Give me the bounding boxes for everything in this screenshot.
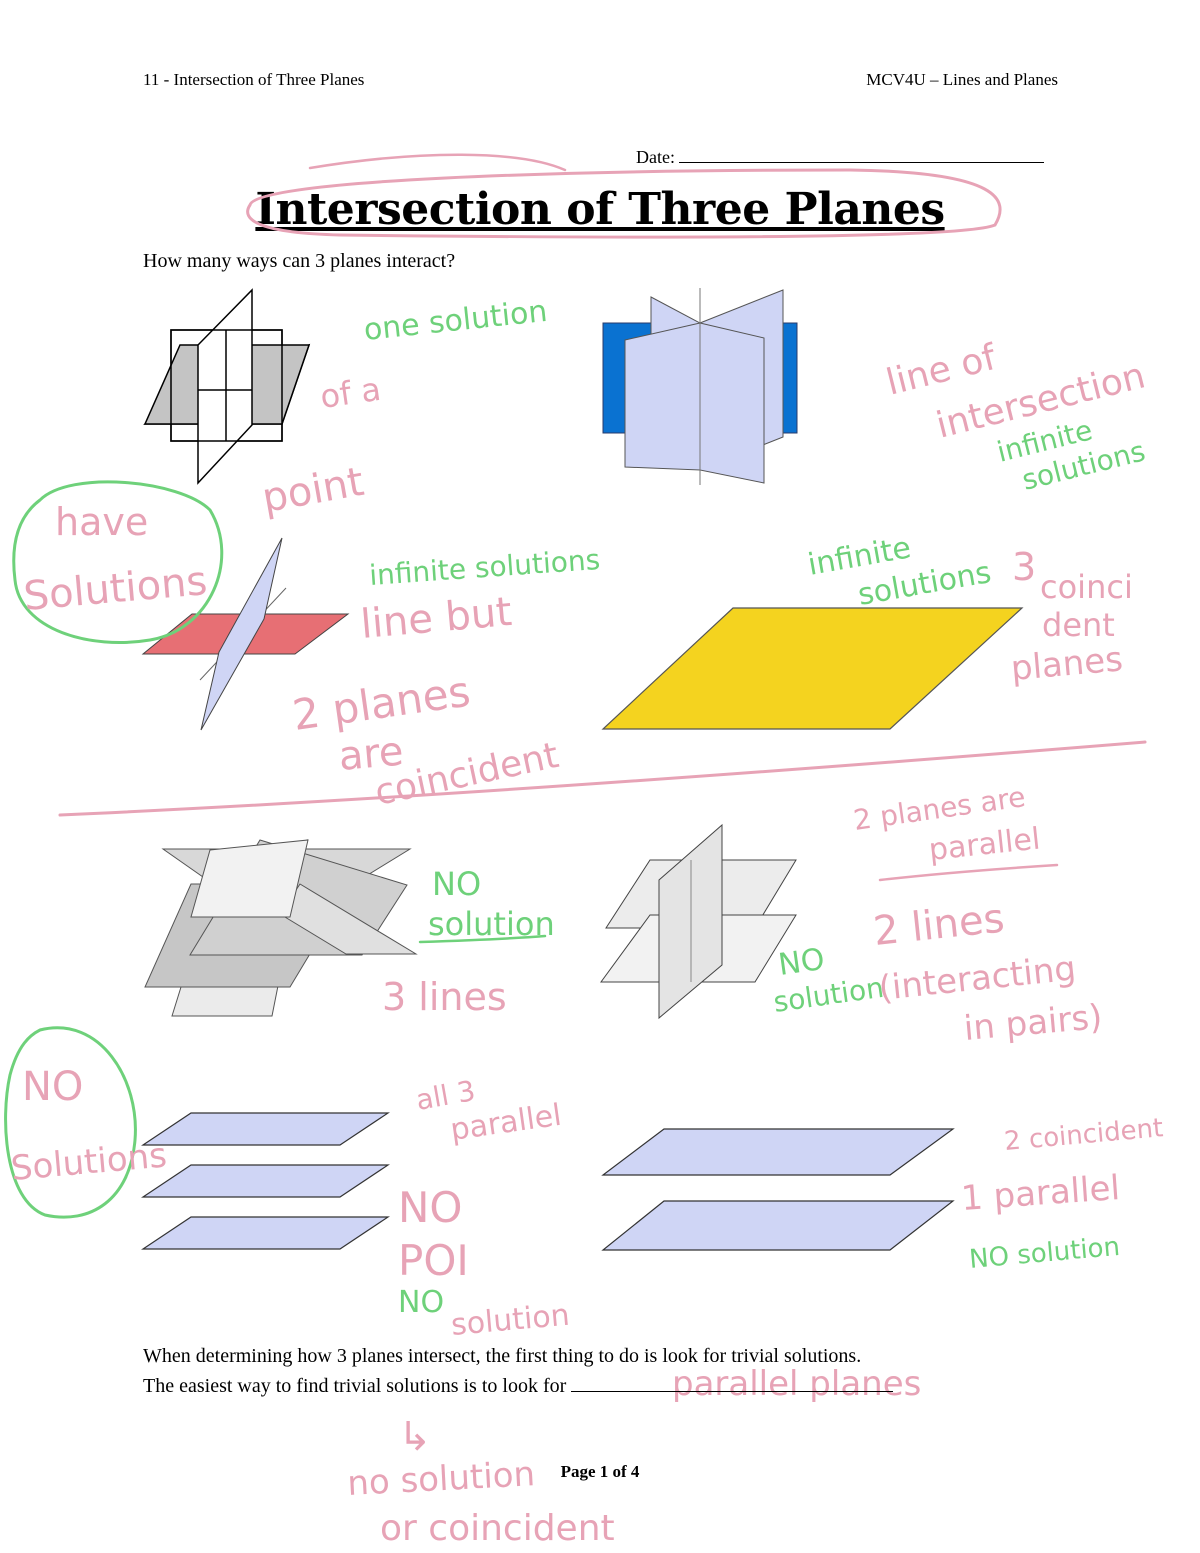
note-no-solution-or: no solution: [346, 1454, 536, 1504]
title-circle-stroke: [246, 168, 1002, 239]
note-no-poi-2: POI: [398, 1236, 469, 1285]
note-interacting: (interacting: [877, 948, 1078, 1008]
page-title: Intersection of Three Planes: [255, 184, 945, 235]
diagram-three-parallel: [141, 1112, 390, 1250]
question: How many ways can 3 planes interact?: [143, 250, 456, 272]
note-planes: planes: [1009, 639, 1124, 689]
note-solutions: Solutions: [22, 558, 209, 620]
note-no-3: NO: [398, 1285, 444, 1320]
note-have: have: [55, 500, 148, 544]
note-two-coincident: 2 coincident: [1003, 1113, 1164, 1157]
diagram-three-coincident: [601, 607, 1024, 730]
note-three: 3: [1012, 545, 1036, 589]
note-line-but: line but: [359, 589, 514, 648]
note-no-solutions-1: NO: [22, 1064, 83, 1110]
note-one-solution: one solution: [362, 294, 549, 348]
note-in-pairs: in pairs): [962, 997, 1104, 1049]
note-solution-1: solution: [428, 905, 555, 943]
have-solutions-circle: [12, 480, 224, 644]
date-field: Date:: [636, 146, 1045, 168]
note-parallel: parallel: [927, 821, 1042, 867]
page-footer: Page 1 of 4: [560, 1462, 640, 1481]
note-of-a: of a: [318, 370, 383, 416]
body-line-2: The easiest way to find trivial solution…: [143, 1373, 894, 1398]
pink-rule-stroke: [878, 863, 1059, 882]
answer-blank: [571, 1373, 894, 1392]
note-dent: dent: [1042, 606, 1115, 644]
note-no-1: NO: [432, 865, 481, 903]
note-no-2: NO: [776, 942, 826, 983]
header-right: MCV4U – Lines and Planes: [866, 70, 1058, 89]
diagram-two-coincident: [141, 537, 350, 731]
diagram-two-lines: [600, 823, 797, 1020]
note-two-lines: 2 lines: [871, 895, 1006, 954]
note-or-coincident: or coincident: [380, 1508, 615, 1549]
note-two-planes: 2 planes: [290, 667, 474, 740]
diagram-coincident-parallel: [601, 1128, 955, 1251]
body-line-2-text: The easiest way to find trivial solution…: [143, 1375, 572, 1397]
note-one-parallel: 1 parallel: [960, 1168, 1121, 1219]
header-left: 11 - Intersection of Three Planes: [143, 70, 365, 89]
note-point: point: [259, 459, 367, 522]
diagram-one-point: [143, 288, 311, 485]
divider-stroke: [58, 740, 1147, 817]
note-infinite-solutions-b: infinite solutions: [368, 543, 601, 592]
note-no-solutions-2: Solutions: [9, 1136, 168, 1189]
blank-answer: parallel planes: [672, 1364, 921, 1404]
note-no-solution-4: NO solution: [968, 1232, 1121, 1275]
note-are: are: [337, 728, 405, 779]
note-solution-3: solution: [450, 1298, 571, 1343]
body-line-1: When determining how 3 planes intersect,…: [143, 1345, 862, 1367]
note-no-poi-1: NO: [398, 1183, 462, 1232]
note-three-lines: 3 lines: [382, 975, 507, 1019]
date-label: Date:: [636, 147, 680, 167]
no-solutions-circle: [4, 1026, 137, 1219]
diagram-line-of-intersection: [602, 288, 798, 485]
diagram-three-lines: [144, 839, 418, 1017]
note-arrow: ↳: [398, 1414, 432, 1460]
note-coinci: coinci: [1040, 568, 1133, 606]
green-underline-stroke: [418, 934, 547, 944]
pink-underline-stroke: [308, 153, 567, 172]
date-blank: [679, 146, 1045, 163]
